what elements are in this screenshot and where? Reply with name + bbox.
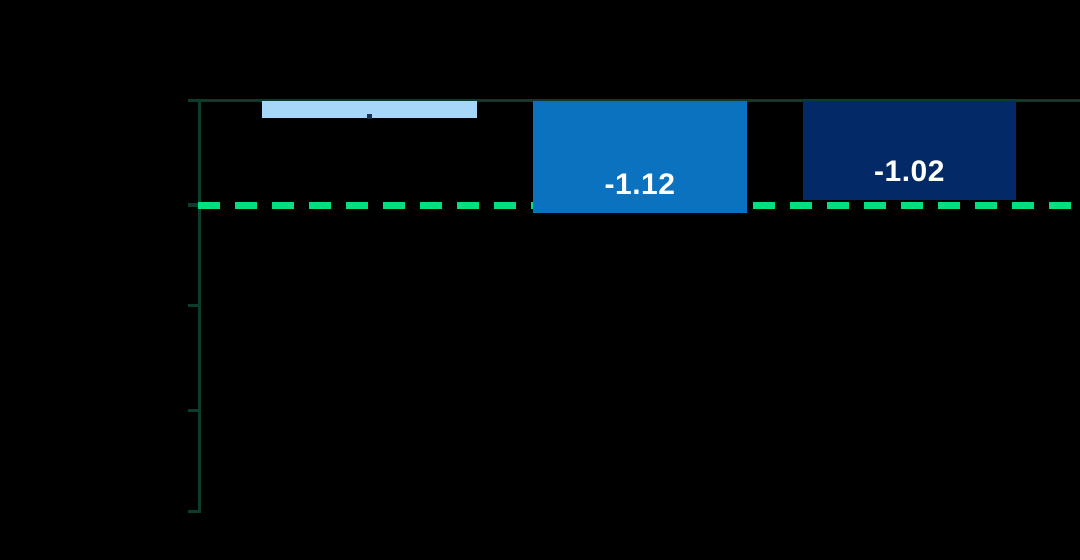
- bar-value-label-2: -1.02: [874, 155, 945, 188]
- y-axis-tick-4: [188, 510, 200, 513]
- y-axis-tick-2: [188, 304, 200, 307]
- bar-value-label-0-clipped: [367, 114, 372, 119]
- reference-line-tick: [188, 203, 200, 207]
- bar-value-label-1: -1.12: [604, 168, 676, 201]
- bar-1[interactable]: [533, 101, 747, 213]
- zero-baseline-axis: [198, 99, 1080, 102]
- y-axis-tick-0: [188, 99, 200, 102]
- bar-0[interactable]: [262, 101, 477, 118]
- y-axis-tick-3: [188, 409, 200, 412]
- bar-2[interactable]: [803, 101, 1016, 200]
